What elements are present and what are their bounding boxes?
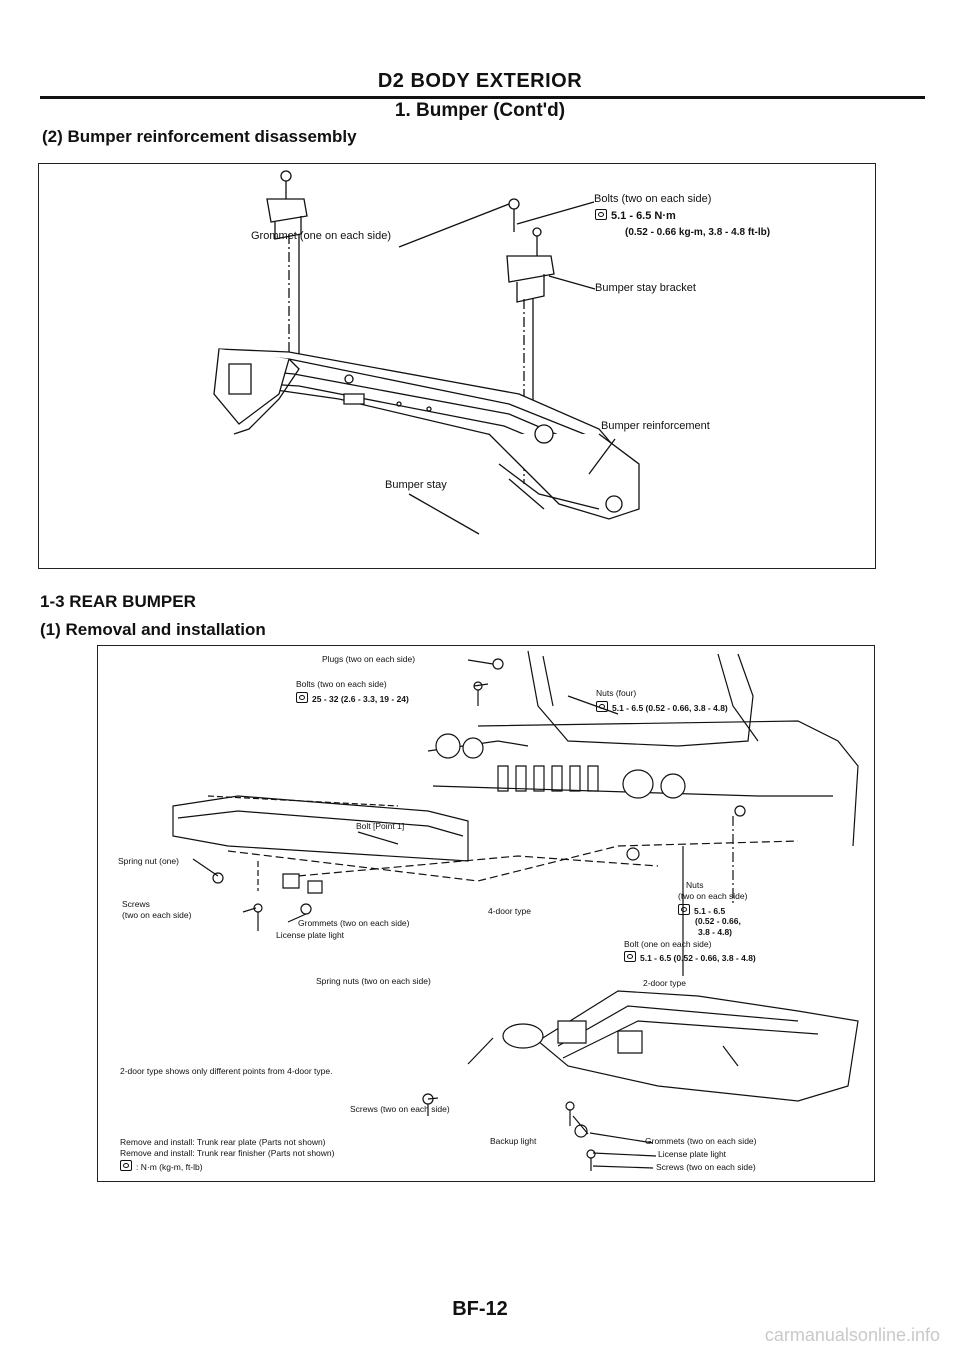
watermark: carmanualsonline.info [764,1325,940,1345]
label-note-units: : N·m (kg-m, ft-lb) [120,1160,203,1172]
label-note-2: Remove and install: Trunk rear finisher … [120,1148,335,1158]
label-nuts-side-torque-3: 3.8 - 4.8) [698,927,733,937]
label-screws-2: (two on each side) [122,910,192,920]
torque-wrench-icon [678,904,690,915]
label-grommets-bottom: Grommets (two on each side) [645,1136,757,1146]
label-nuts-side-1: Nuts [686,880,704,890]
label-grommets: Grommets (two on each side) [298,918,410,928]
label-screws-bottom: Screws (two on each side) [350,1104,450,1114]
label-bolts-torque-1: 5.1 - 6.5 N·m [595,209,676,223]
label-nuts-side-torque-1: 5.1 - 6.5 [678,904,725,916]
label-four-door: 4-door type [488,906,531,916]
label-two-door-note: 2-door type shows only different points … [120,1066,333,1076]
label-nuts-four: Nuts (four) [596,688,637,698]
label-bolts: Bolts (two on each side) [296,679,387,689]
label-screws-bottom-right: Screws (two on each side) [656,1162,756,1172]
torque-wrench-icon [596,701,608,712]
page-number: BF-12 [452,1298,508,1320]
header-rule [40,96,925,99]
label-nuts-side-torque-2: (0.52 - 0.66, [695,916,741,926]
label-spring-nut-one: Spring nut (one) [118,856,179,866]
label-bolts: Bolts (two on each side) [594,193,712,205]
reinforcement-diagram [39,164,875,568]
section-heading-reinforcement: (2) Bumper reinforcement disassembly [42,127,357,146]
label-reinforcement: Bumper reinforcement [601,420,710,432]
label-license-light-bottom: License plate light [658,1149,727,1159]
label-bracket: Bumper stay bracket [595,282,696,294]
rear-bumper-diagram [98,646,874,1181]
label-plugs: Plugs (two on each side) [322,654,416,664]
figure-rear-bumper: Plugs (two on each side) Bolts (two on e… [97,645,875,1182]
label-backup-light: Backup light [490,1136,537,1146]
page-subtitle: 1. Bumper (Cont'd) [394,100,566,121]
section-heading-rear-bumper: 1-3 REAR BUMPER [40,592,196,611]
torque-wrench-icon [595,209,607,220]
torque-wrench-icon [120,1160,132,1171]
page-title: D2 BODY EXTERIOR [377,70,583,92]
label-nuts-four-torque: 5.1 - 6.5 (0.52 - 0.66, 3.8 - 4.8) [596,701,728,713]
label-bolt-one: Bolt (one on each side) [624,939,712,949]
label-bolt-point: Bolt [Point 1] [356,821,405,831]
label-license-light: License plate light [276,930,345,940]
section-subheading-removal: (1) Removal and installation [40,620,266,639]
label-grommet: Grommet (one on each side) [251,230,392,242]
label-note-1: Remove and install: Trunk rear plate (Pa… [120,1137,326,1147]
label-bolt-one-torque: 5.1 - 6.5 (0.52 - 0.66, 3.8 - 4.8) [624,951,756,963]
label-bolts-torque-2: (0.52 - 0.66 kg-m, 3.8 - 4.8 ft-lb) [625,227,771,238]
label-stay: Bumper stay [385,479,447,491]
torque-wrench-icon [296,692,308,703]
label-nuts-side-2: (two on each side) [678,891,748,901]
label-spring-nuts: Spring nuts (two on each side) [316,976,431,986]
figure-bumper-reinforcement: Grommet (one on each side) Bolts (two on… [38,163,876,569]
label-bolts-torque: 25 - 32 (2.6 - 3.3, 19 - 24) [296,692,409,704]
label-two-door: 2-door type [643,978,686,988]
torque-wrench-icon [624,951,636,962]
label-screws-1: Screws [122,899,150,909]
